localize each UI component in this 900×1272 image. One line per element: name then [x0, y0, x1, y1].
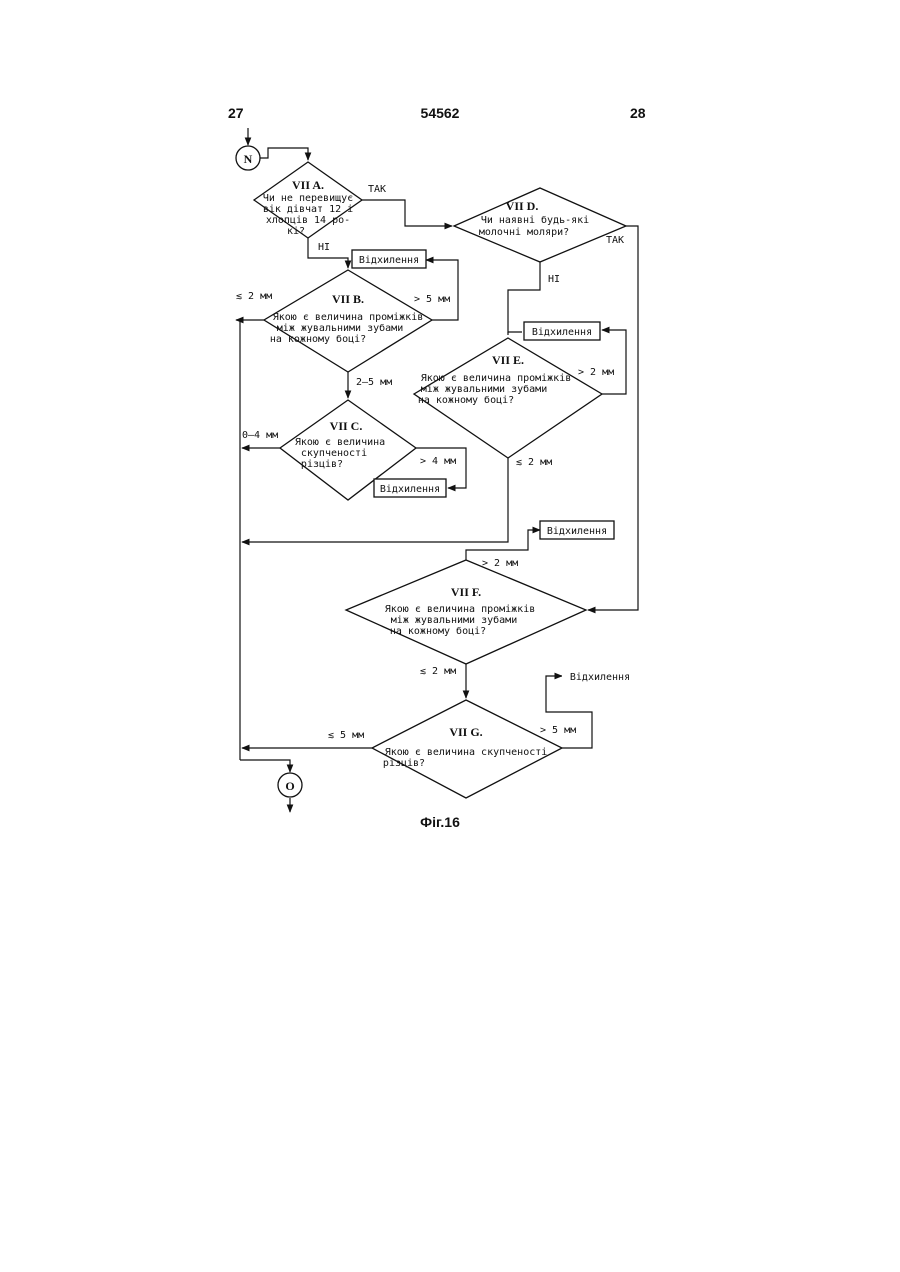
node-e-title: VII E.	[492, 353, 524, 367]
node-g-line-1: Якою є величина скупченості	[385, 746, 548, 758]
outcome-box-1: Відхилення	[352, 250, 426, 268]
edge-labels: ТАК НІ ТАК НІ ≲ 2 мм > 5 мм 2–5 мм 0–4 м…	[236, 184, 624, 741]
node-f-line-2: між жувальними зубами	[391, 614, 517, 626]
node-f-line-1: Якою є величина проміжків	[385, 603, 536, 615]
edge-label-f-up: > 2 мм	[482, 558, 518, 569]
page-number-right: 28	[630, 105, 646, 121]
edge-label-d-yes: ТАК	[606, 235, 624, 246]
decision-node-e: VII E. Якою є величина проміжків між жув…	[414, 338, 602, 458]
node-f-title: VII F.	[451, 585, 481, 599]
edge-label-g-right: > 5 мм	[540, 725, 576, 736]
decision-node-b: VII B. Якою є величина проміжків між жув…	[264, 270, 432, 372]
edge-label-a-yes: ТАК	[368, 184, 386, 195]
outcome-box-5: Відхилення	[562, 667, 638, 685]
node-e-line-3: на кожному боці?	[418, 394, 514, 406]
edge-label-e-down: ≲ 2 мм	[516, 457, 552, 468]
node-e-line-2: між жувальними зубами	[421, 383, 547, 395]
edge-label-c-right: > 4 мм	[420, 456, 456, 467]
edge-label-g-left: ≲ 5 мм	[328, 730, 364, 741]
node-c-line-2: скупченості	[301, 447, 367, 459]
node-f-line-3: на кожному боці?	[390, 625, 486, 637]
node-d-line-1: Чи наявні будь-які	[481, 214, 589, 226]
node-a-line-4: кі?	[287, 225, 305, 237]
outcome-box-4: Відхилення	[540, 521, 614, 539]
node-a-line-3: хлопців 14 ро-	[266, 214, 350, 226]
outcome-box-1-label: Відхилення	[359, 254, 419, 266]
outcome-box-2: Відхилення	[524, 322, 600, 340]
outcome-box-3-label: Відхилення	[380, 483, 440, 495]
node-b-line-1: Якою є величина проміжків	[273, 311, 424, 323]
edge-label-d-no: НІ	[548, 274, 560, 285]
start-connector: N	[236, 146, 260, 170]
figure-caption: Фіг.16	[420, 814, 460, 830]
outcome-box-3: Відхилення	[374, 479, 446, 497]
node-c-title: VII C.	[330, 419, 363, 433]
decision-node-g: VII G. Якою є величина скупченості різці…	[372, 700, 562, 798]
edge-label-c-left: 0–4 мм	[242, 430, 278, 441]
end-connector-label: O	[285, 779, 294, 793]
decision-node-d: VII D. Чи наявні будь-які молочні моляри…	[454, 188, 626, 262]
node-a-title: VII A.	[292, 178, 324, 192]
edge-label-b-right: > 5 мм	[414, 294, 450, 305]
outcome-box-5-label: Відхилення	[570, 671, 630, 683]
edge-label-f-down: ≲ 2 мм	[420, 666, 456, 677]
outcome-box-2-label: Відхилення	[532, 326, 592, 338]
decision-node-f: VII F. Якою є величина проміжків між жув…	[346, 560, 586, 664]
node-a-line-1: Чи не перевищує	[263, 193, 353, 204]
document-number: 54562	[421, 105, 460, 121]
node-g-title: VII G.	[449, 725, 482, 739]
node-b-title: VII B.	[332, 292, 364, 306]
edge-label-a-no: НІ	[318, 242, 330, 253]
page-number-left: 27	[228, 105, 244, 121]
node-b-line-2: між жувальними зубами	[277, 322, 403, 334]
outcome-box-4-label: Відхилення	[547, 525, 607, 537]
node-c-line-1: Якою є величина	[295, 437, 385, 448]
node-d-line-2: молочні моляри?	[479, 226, 569, 238]
end-connector: O	[278, 773, 302, 797]
node-g-line-2: різців?	[383, 757, 425, 769]
node-b-line-3: на кожному боці?	[270, 333, 366, 345]
node-c-line-3: різців?	[301, 458, 343, 470]
edge-label-b-down: 2–5 мм	[356, 377, 392, 388]
decision-node-a: VII A. Чи не перевищує вік дівчат 12 і х…	[254, 162, 362, 238]
start-connector-label: N	[244, 152, 253, 166]
node-e-line-1: Якою є величина проміжків	[421, 372, 572, 384]
node-d-title: VII D.	[506, 199, 539, 213]
edge-label-b-left: ≲ 2 мм	[236, 291, 272, 302]
edge-label-e-right: > 2 мм	[578, 367, 614, 378]
node-a-line-2: вік дівчат 12 і	[263, 203, 353, 215]
